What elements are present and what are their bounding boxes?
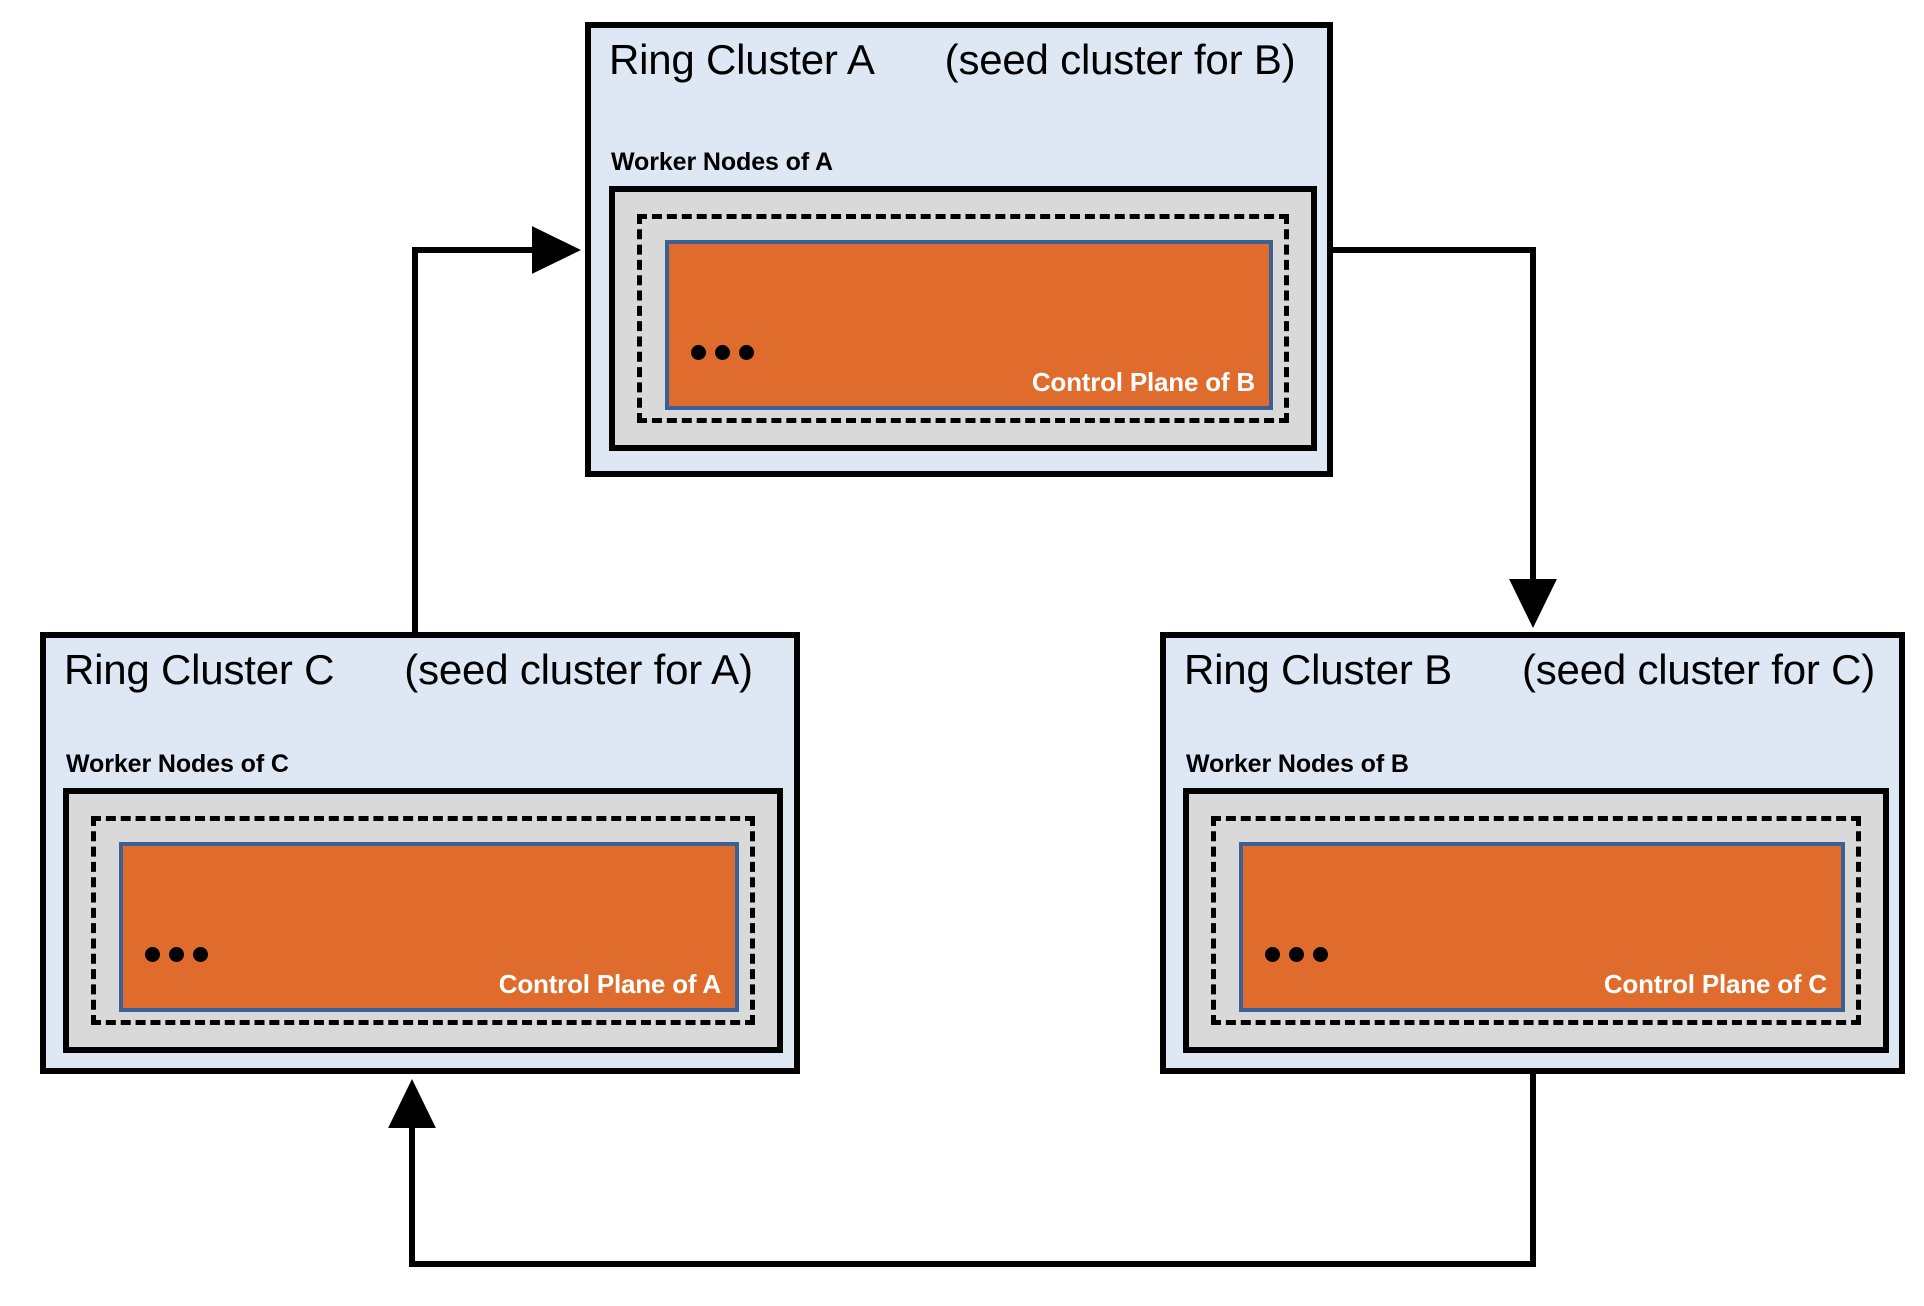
dot-1 (145, 947, 160, 962)
cluster-c-ellipsis (145, 947, 208, 962)
dot-3 (1313, 947, 1328, 962)
cluster-a-worker-nodes-label: Worker Nodes of A (611, 148, 833, 176)
ring-cluster-a[interactable]: Ring Cluster A (seed cluster for B) Work… (585, 22, 1333, 477)
ring-cluster-c[interactable]: Ring Cluster C (seed cluster for A) Work… (40, 632, 800, 1074)
arrow-b-to-c (388, 1074, 1536, 1267)
dot-1 (691, 345, 706, 360)
cluster-b-worker-nodes-label: Worker Nodes of B (1186, 750, 1409, 778)
cluster-c-control-plane[interactable]: Control Plane of A (119, 842, 739, 1012)
cluster-b-seed-note: (seed cluster for C) (1521, 646, 1876, 693)
cluster-b-header: Ring Cluster B (seed cluster for C) (1184, 646, 1875, 694)
arrow-c-to-a (412, 226, 582, 632)
cluster-b-ellipsis (1265, 947, 1328, 962)
ring-cluster-b[interactable]: Ring Cluster B (seed cluster for C) Work… (1160, 632, 1905, 1074)
dot-3 (193, 947, 208, 962)
dot-2 (169, 947, 184, 962)
cluster-a-seed-note: (seed cluster for B) (944, 36, 1296, 83)
cluster-b-worker-box[interactable]: Control Plane of C (1183, 788, 1889, 1053)
dot-1 (1265, 947, 1280, 962)
cluster-c-worker-box[interactable]: Control Plane of A (63, 788, 783, 1053)
cluster-b-dashed-boundary (1211, 816, 1861, 1025)
cluster-a-header: Ring Cluster A (seed cluster for B) (609, 36, 1296, 84)
dot-3 (739, 345, 754, 360)
cluster-a-title: Ring Cluster A (609, 36, 875, 83)
cluster-b-title: Ring Cluster B (1184, 646, 1452, 693)
cluster-c-title: Ring Cluster C (64, 646, 335, 693)
cluster-c-control-plane-label: Control Plane of A (498, 969, 721, 999)
cluster-a-dashed-boundary (637, 214, 1289, 423)
arrow-a-to-b (1332, 247, 1557, 629)
cluster-b-control-plane[interactable]: Control Plane of C (1239, 842, 1845, 1012)
cluster-a-control-plane[interactable]: Control Plane of B (665, 240, 1273, 410)
dot-2 (1289, 947, 1304, 962)
cluster-a-worker-box[interactable]: Control Plane of B (609, 186, 1317, 451)
cluster-b-control-plane-label: Control Plane of C (1603, 969, 1827, 999)
dot-2 (715, 345, 730, 360)
cluster-c-seed-note: (seed cluster for A) (404, 646, 753, 693)
cluster-c-worker-nodes-label: Worker Nodes of C (66, 750, 289, 778)
cluster-c-header: Ring Cluster C (seed cluster for A) (64, 646, 753, 694)
cluster-a-ellipsis (691, 345, 754, 360)
cluster-c-dashed-boundary (91, 816, 755, 1025)
cluster-a-control-plane-label: Control Plane of B (1031, 367, 1255, 397)
